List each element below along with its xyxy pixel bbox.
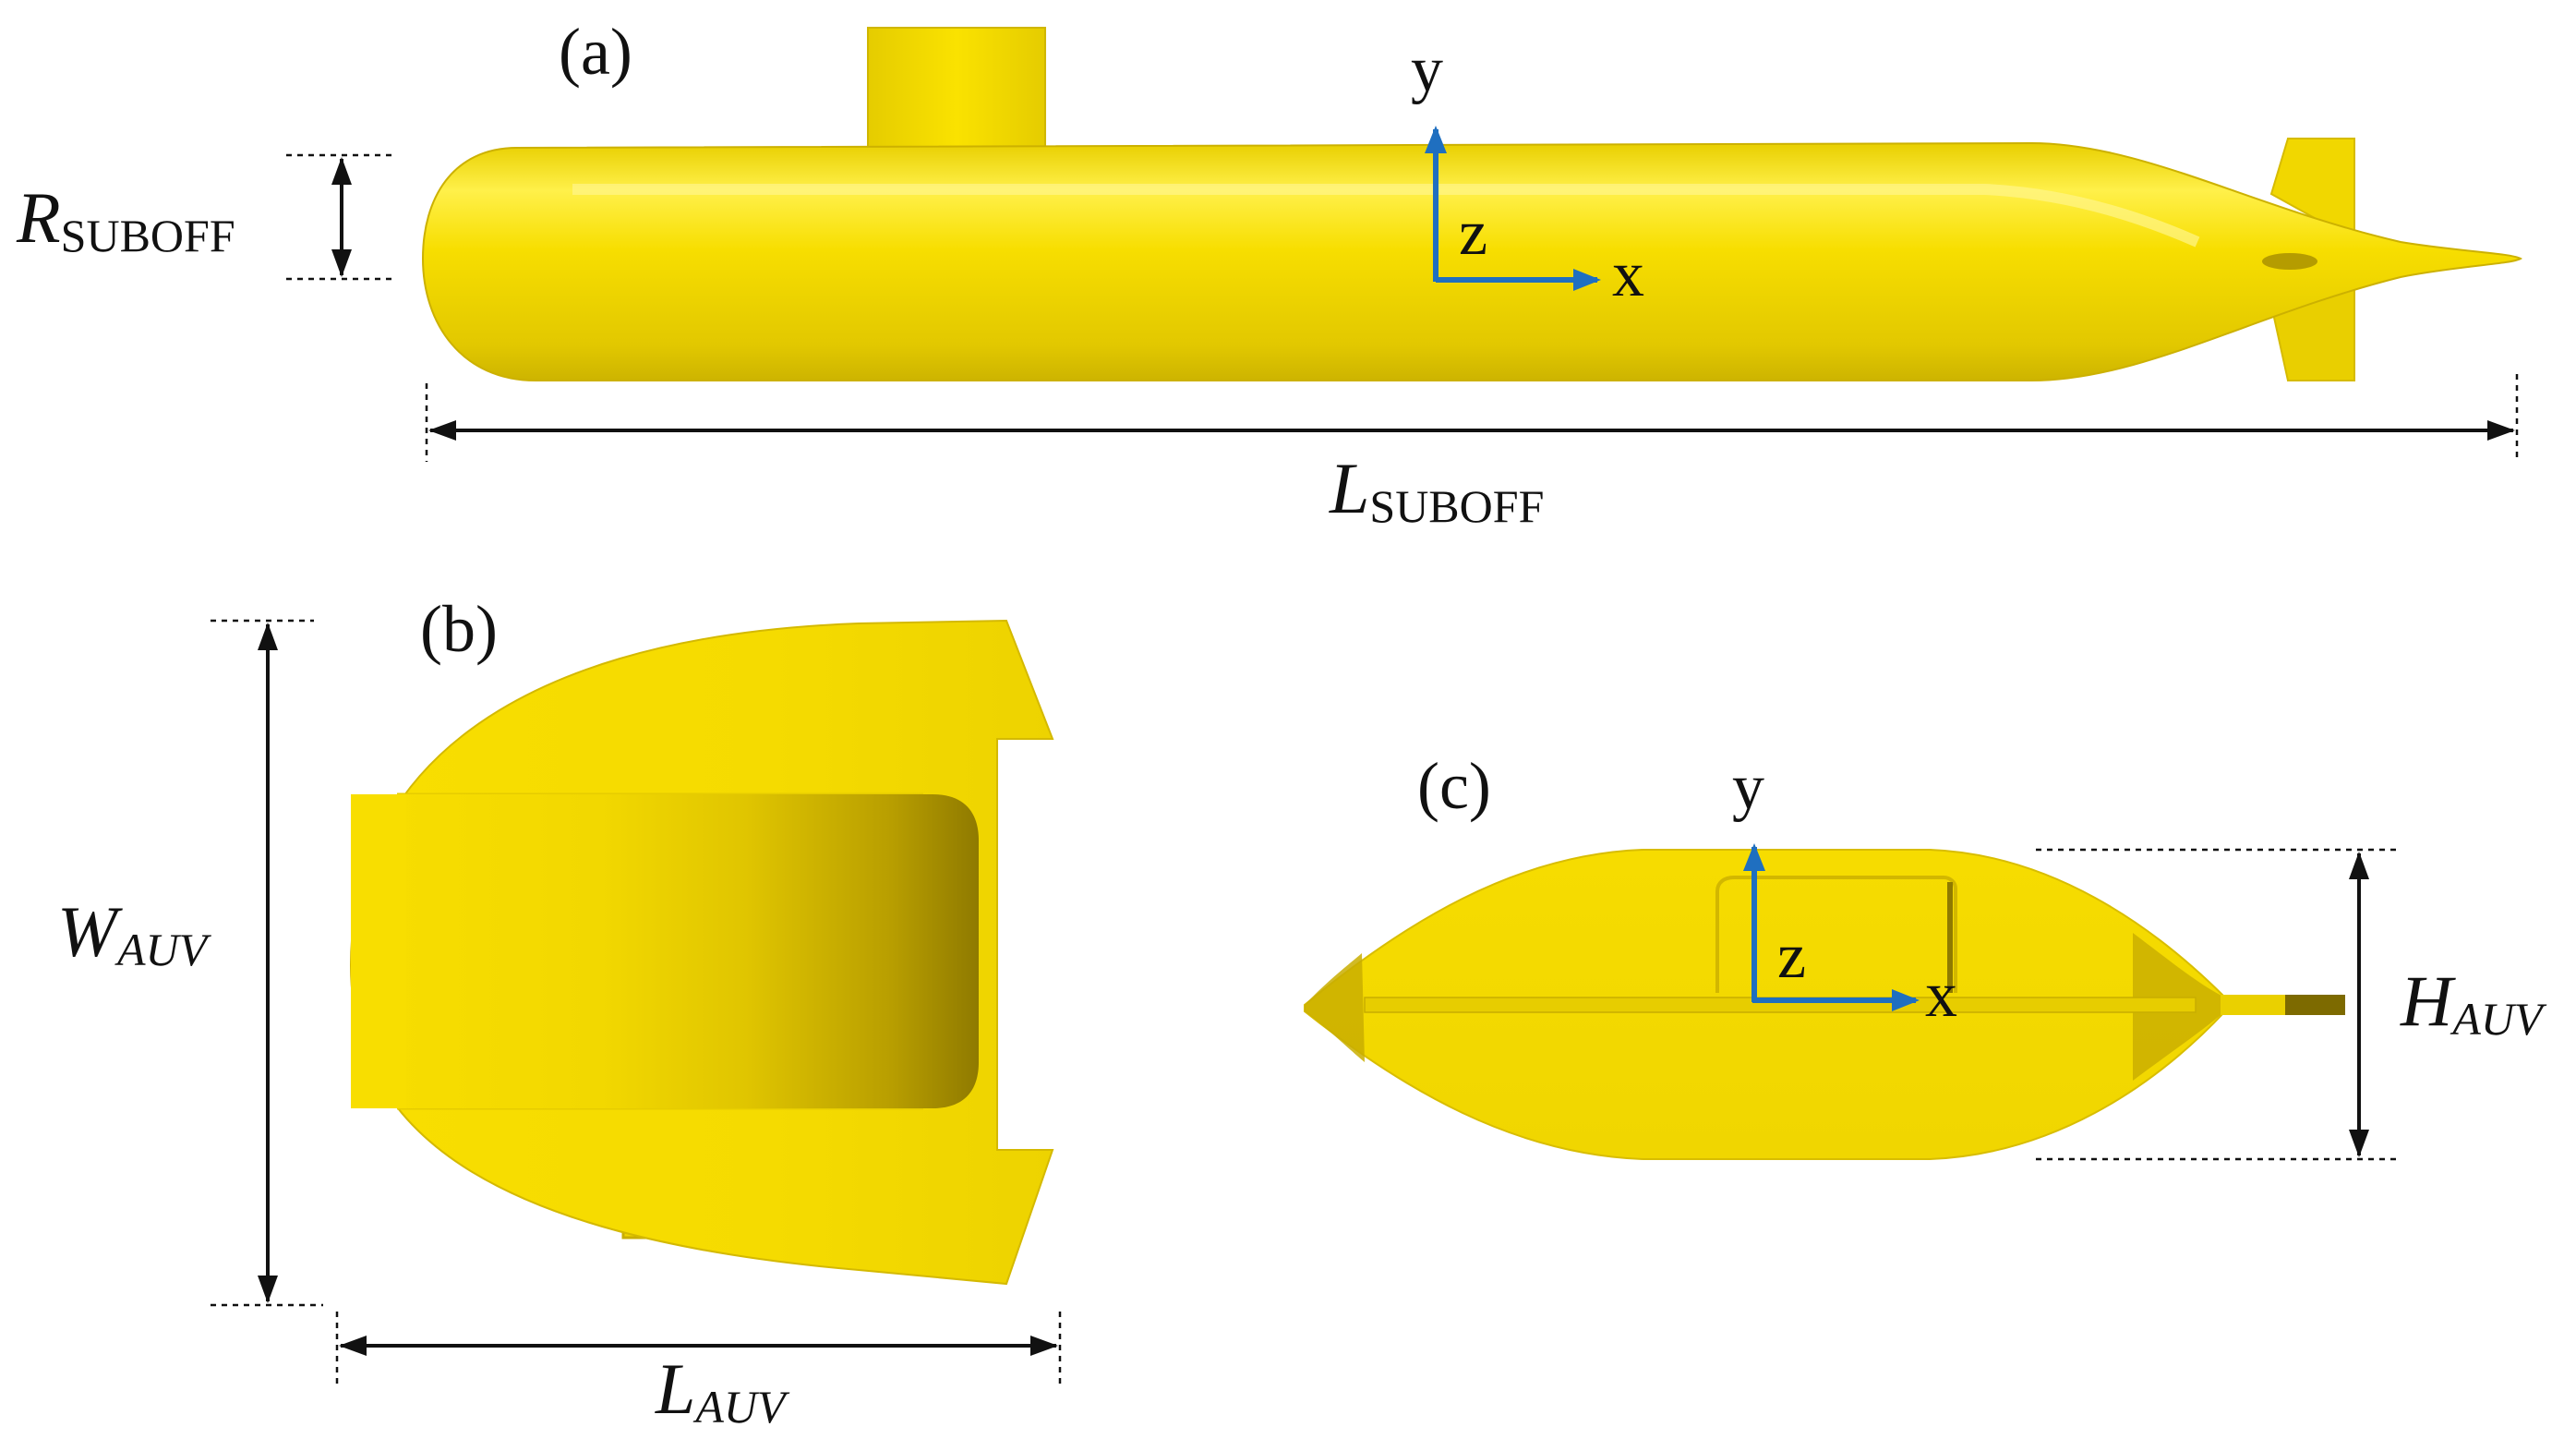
axes-a: y x z (1411, 34, 1644, 310)
l-suboff-label: LSUBOFF (1329, 448, 1544, 532)
suboff-hull (421, 141, 2522, 381)
suboff-side-view (421, 27, 2522, 381)
h-auv-dimension: HAUV (2036, 848, 2547, 1161)
h-auv-label: HAUV (2400, 961, 2547, 1045)
y-axis-label-a: y (1411, 34, 1443, 105)
panel-label-b: (b) (420, 592, 498, 666)
l-suboff-dimension: LSUBOFF (425, 374, 2519, 532)
l-auv-label: LAUV (655, 1348, 790, 1433)
panel-label-a: (a) (559, 15, 632, 89)
auv-top-view (349, 619, 1054, 1286)
panel-label-c: (c) (1417, 749, 1491, 823)
axes-c: y x z (1732, 752, 1957, 1031)
y-axis-label-c: y (1732, 752, 1764, 823)
suboff-stern-hole (2262, 253, 2317, 270)
auv-side-hatch (1715, 876, 1957, 993)
r-suboff-dimension: RSUBOFF (16, 153, 397, 281)
x-axis-label-a: x (1612, 239, 1644, 310)
r-suboff-label: RSUBOFF (16, 177, 235, 261)
auv-side-thruster (2221, 995, 2285, 1015)
auv-pocket (397, 794, 979, 1108)
z-axis-label-c: z (1777, 921, 1806, 992)
suboff-sail (867, 27, 1046, 153)
l-auv-dimension: LAUV (335, 1312, 1062, 1433)
z-axis-label-a: z (1459, 198, 1487, 269)
w-auv-dimension: WAUV (57, 619, 323, 1307)
suboff-hull-highlight (572, 184, 2200, 248)
x-axis-label-c: x (1925, 960, 1957, 1031)
w-auv-label: WAUV (57, 891, 212, 975)
auv-side-view (1304, 849, 2345, 1160)
